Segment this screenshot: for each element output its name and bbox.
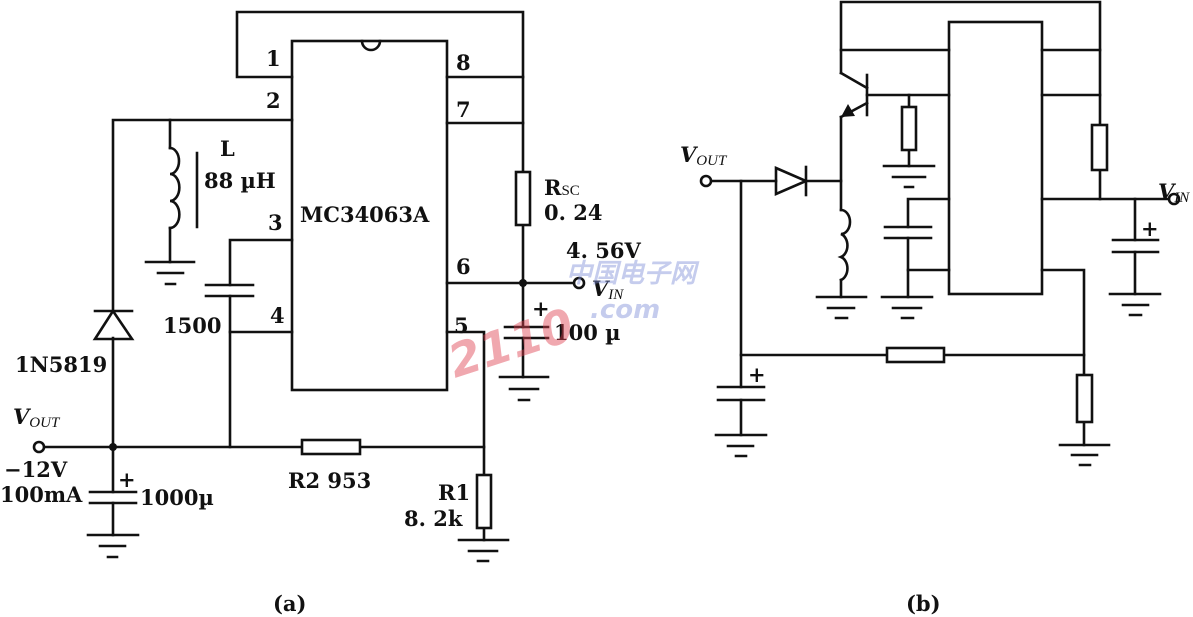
ground-icon xyxy=(498,375,550,402)
transistor-pnp xyxy=(839,71,869,119)
resistor-r1 xyxy=(475,473,493,530)
ic-mc34063a: MC34063A xyxy=(290,39,449,392)
vout-current: 100mA xyxy=(0,482,83,507)
inductor-value: 88 µH xyxy=(204,168,276,193)
capacitor-cin xyxy=(503,325,550,340)
resistor-r2-b xyxy=(885,346,946,364)
ground-icon xyxy=(1058,443,1111,467)
capacitor-timing xyxy=(204,283,255,298)
cout-plus: + xyxy=(118,467,136,492)
pin-8-label: 8 xyxy=(456,50,471,75)
resistor-sense xyxy=(1090,123,1109,172)
diode-1n5819 xyxy=(92,308,135,341)
resistor-rsc xyxy=(514,170,532,227)
r1-name: R1 xyxy=(438,480,470,505)
timing-cap-value: 1500 xyxy=(163,313,221,338)
capacitor-cout xyxy=(88,490,138,505)
pin-7-label: 7 xyxy=(456,97,471,122)
caption-a: (a) xyxy=(273,591,306,616)
vin-terminal-b xyxy=(1167,192,1181,206)
pin-4-label: 4 xyxy=(270,303,285,328)
ground-icon xyxy=(144,260,196,286)
cin-plus-b: + xyxy=(1141,216,1159,241)
watermark-red: 2110 xyxy=(442,298,580,389)
ic-body xyxy=(290,39,449,392)
wires-a xyxy=(42,10,576,542)
ground-icon xyxy=(1108,292,1162,317)
ground-icon xyxy=(880,295,934,320)
emitter-arrow-icon xyxy=(841,104,855,117)
vin-label-b: VIN xyxy=(1158,179,1190,206)
watermark-blue-top: 中国电子网 xyxy=(566,259,700,289)
vout-voltage: −12V xyxy=(4,457,68,482)
r1-value: 8. 2k xyxy=(404,506,463,531)
ic-notch xyxy=(360,39,382,52)
diode-b xyxy=(774,165,810,197)
ground-icon xyxy=(457,538,510,563)
cin-value: 100 µ xyxy=(554,320,621,345)
diagram-b: VIN + VOUT + (b) xyxy=(680,0,1190,616)
cin-plus: + xyxy=(532,296,550,321)
wires-b xyxy=(709,0,1171,447)
caption-b: (b) xyxy=(906,591,941,616)
ic-label: MC34063A xyxy=(300,202,430,227)
junction-dot xyxy=(519,279,527,287)
watermark-blue-bottom: .com xyxy=(590,295,660,325)
resistor-r2 xyxy=(300,438,362,456)
vout-label: VOUT xyxy=(13,404,61,431)
capacitor-timing-b xyxy=(883,225,933,240)
diode-label: 1N5819 xyxy=(15,352,107,377)
ground-icon xyxy=(714,433,768,458)
capacitor-cin-b xyxy=(1111,238,1160,254)
ground-icon xyxy=(86,533,140,559)
junction-dot xyxy=(109,443,117,451)
ground-icon xyxy=(882,164,936,189)
pin-2-label: 2 xyxy=(266,88,281,113)
watermark: 2110 中国电子网 .com xyxy=(442,259,700,388)
cout-plus-b: + xyxy=(748,362,766,387)
rsc-label: RSC xyxy=(544,175,580,200)
pin-1-label: 1 xyxy=(266,46,281,71)
vout-terminal-b xyxy=(699,174,713,188)
ic-body-b xyxy=(947,20,1044,296)
rsc-value: 0. 24 xyxy=(544,200,602,225)
pin-6-label: 6 xyxy=(456,254,471,279)
vin-label: VIN xyxy=(592,276,624,303)
inductor-l xyxy=(168,146,181,230)
resistor-base xyxy=(900,105,918,152)
vin-voltage: 4. 56V xyxy=(566,238,641,263)
ground-icon xyxy=(815,295,868,320)
inductor-name: L xyxy=(220,136,235,161)
r2-label: R2 953 xyxy=(288,468,371,493)
pin-3-label: 3 xyxy=(268,210,283,235)
inductor-b xyxy=(837,208,852,282)
resistor-r1-b xyxy=(1075,373,1094,424)
vin-terminal xyxy=(572,276,586,290)
vout-label-b: VOUT xyxy=(680,142,728,169)
vout-terminal xyxy=(32,440,46,454)
diagram-a: MC34063A 1 2 3 4 5 6 7 8 RSC 0. 24 4. 56… xyxy=(0,10,641,616)
capacitor-cout-b xyxy=(716,385,766,402)
cout-value: 1000µ xyxy=(140,485,214,510)
